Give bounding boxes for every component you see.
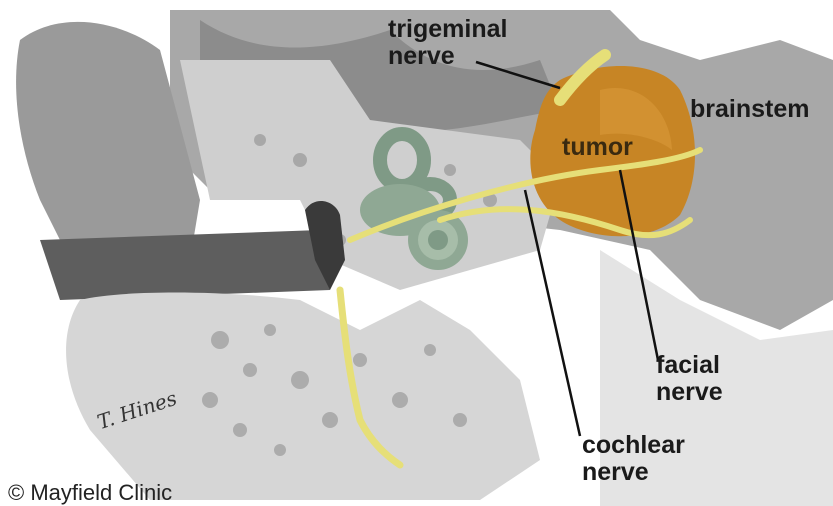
brainstem-label: brainstem [690,96,809,123]
trigeminal-nerve-label: trigeminal nerve [388,16,507,70]
cochlear-label-line2: nerve [582,459,685,486]
facial-label-line2: nerve [656,379,723,406]
trigeminal-label-line1: trigeminal [388,16,507,43]
ear-canal [40,230,330,300]
cochlear-label-line1: cochlear [582,432,685,459]
facial-nerve-label: facial nerve [656,352,723,406]
trigeminal-label-line2: nerve [388,43,507,70]
facial-label-line1: facial [656,352,723,379]
cochlear-nerve-label: cochlear nerve [582,432,685,486]
tumor-label: tumor [562,134,633,161]
copyright-credit: © Mayfield Clinic [8,480,172,506]
